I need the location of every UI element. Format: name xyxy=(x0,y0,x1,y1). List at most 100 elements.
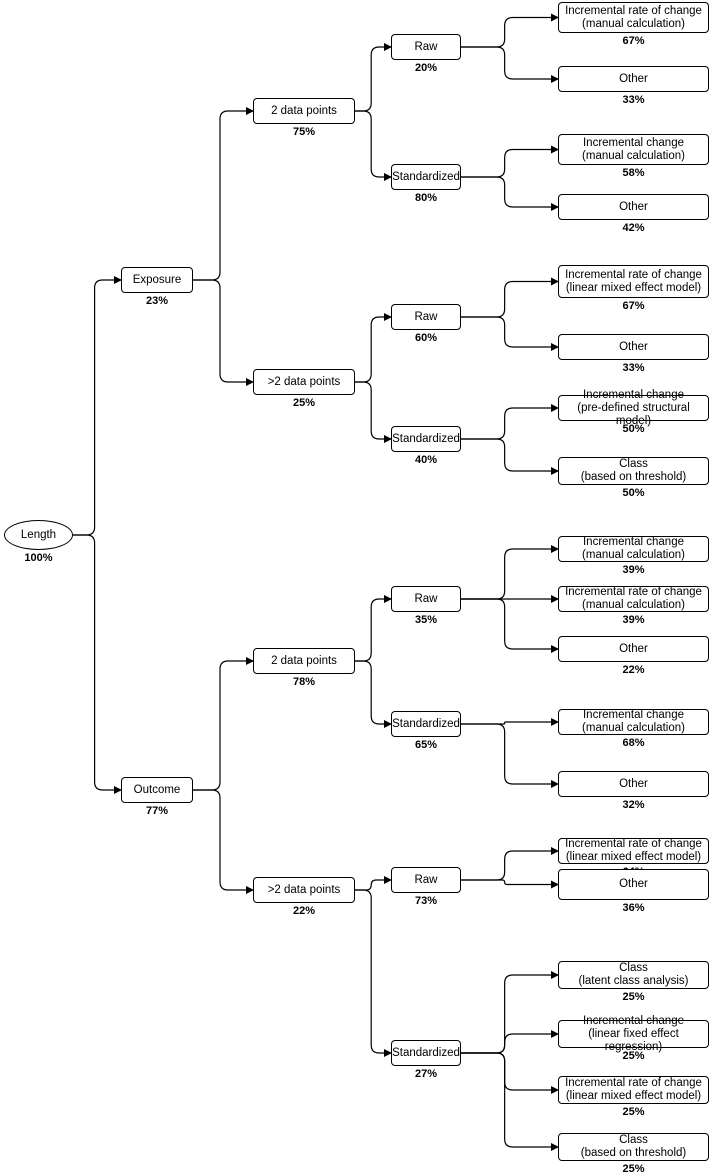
edge-exp-gt2-to-eg-raw xyxy=(355,313,392,383)
node-o2s-a-percentage: 68% xyxy=(622,737,645,749)
node-e2r-b-percentage: 33% xyxy=(622,94,645,106)
node-o2-std: Standardized xyxy=(391,711,461,737)
edge-out-gt2-to-og-std xyxy=(355,889,392,1057)
node-ogs-a-percentage: 25% xyxy=(622,991,645,1003)
node-og-std-percentage: 27% xyxy=(414,1068,438,1080)
edge-root-to-exposure xyxy=(73,276,122,536)
node-e2s-b-percentage: 42% xyxy=(622,222,645,234)
edge-og-std-to-ogs-d xyxy=(461,1052,559,1151)
node-og-raw: Raw xyxy=(391,867,461,893)
node-egr-b: Other xyxy=(558,334,709,360)
node-exp-gt2: >2 data points xyxy=(253,369,355,395)
node-out-2dp-percentage: 78% xyxy=(292,676,316,688)
node-ogr-b-percentage: 36% xyxy=(622,902,645,914)
node-o2r-a: Incremental change (manual calculation) xyxy=(558,536,709,562)
edge-o2-std-to-o2s-a xyxy=(461,718,559,726)
edge-o2-std-to-o2s-b xyxy=(461,723,559,788)
edge-exp-2dp-to-e2-raw xyxy=(355,43,392,112)
node-out-2dp: 2 data points xyxy=(253,648,355,674)
edge-eg-std-to-egs-b xyxy=(461,438,559,475)
node-exp-2dp-percentage: 75% xyxy=(292,126,316,138)
node-e2r-a: Incremental rate of change (manual calcu… xyxy=(558,2,709,33)
edge-eg-raw-to-egr-a xyxy=(461,277,559,318)
edge-og-std-to-ogs-b xyxy=(461,1030,559,1054)
edge-exp-gt2-to-eg-std xyxy=(355,381,392,443)
node-egr-a: Incremental rate of change (linear mixed… xyxy=(558,265,709,298)
edge-outcome-to-out-gt2 xyxy=(193,789,254,894)
node-eg-raw: Raw xyxy=(391,304,461,330)
node-eg-std-percentage: 40% xyxy=(414,454,438,466)
edge-exp-2dp-to-e2-std xyxy=(355,110,392,181)
edge-og-std-to-ogs-a xyxy=(461,971,559,1054)
node-out-gt2-percentage: 22% xyxy=(292,905,316,917)
node-o2r-b: Incremental rate of change (manual calcu… xyxy=(558,586,709,612)
node-e2-raw: Raw xyxy=(391,34,461,60)
edge-outcome-to-out-2dp xyxy=(193,657,254,791)
node-o2r-a-percentage: 39% xyxy=(622,564,645,576)
node-og-raw-percentage: 73% xyxy=(414,895,438,907)
node-o2r-c: Other xyxy=(558,636,709,662)
node-e2r-b: Other xyxy=(558,66,709,92)
node-o2-raw-percentage: 35% xyxy=(414,614,438,626)
node-ogs-c: Incremental rate of change (linear mixed… xyxy=(558,1076,709,1104)
edge-out-2dp-to-o2-std xyxy=(355,660,392,728)
node-ogs-b: Incremental change (linear fixed effect … xyxy=(558,1015,709,1053)
node-eg-std: Standardized xyxy=(391,426,461,452)
node-eg-raw-percentage: 60% xyxy=(414,332,438,344)
node-e2-std: Standardized xyxy=(391,164,461,190)
node-e2-std-percentage: 80% xyxy=(414,192,438,204)
node-ogs-d-percentage: 25% xyxy=(622,1163,645,1175)
node-egs-a-percentage: 50% xyxy=(622,423,645,435)
edge-eg-raw-to-egr-b xyxy=(461,316,559,351)
node-out-gt2: >2 data points xyxy=(253,877,355,903)
node-ogs-a: Class (latent class analysis) xyxy=(558,961,709,989)
edge-og-raw-to-ogr-a xyxy=(461,847,559,881)
edge-exposure-to-exp-2dp xyxy=(193,107,254,281)
node-outcome-percentage: 77% xyxy=(145,805,169,817)
node-root: Length xyxy=(4,520,73,550)
node-egs-b-percentage: 50% xyxy=(622,487,645,499)
node-o2r-c-percentage: 22% xyxy=(622,664,645,676)
edge-out-gt2-to-og-raw xyxy=(355,876,392,891)
node-exp-2dp: 2 data points xyxy=(253,98,355,124)
node-exp-gt2-percentage: 25% xyxy=(292,397,316,409)
node-exposure-percentage: 23% xyxy=(145,295,169,307)
edge-exposure-to-exp-gt2 xyxy=(193,279,254,386)
edge-o2-raw-to-o2r-c xyxy=(461,598,559,653)
node-o2r-b-percentage: 39% xyxy=(622,614,645,626)
node-exposure: Exposure xyxy=(121,267,193,293)
node-ogs-c-percentage: 25% xyxy=(622,1106,645,1118)
node-o2-std-percentage: 65% xyxy=(414,739,438,751)
edge-e2-std-to-e2s-a xyxy=(461,145,559,178)
node-e2s-a: Incremental change (manual calculation) xyxy=(558,134,709,165)
edge-root-to-outcome xyxy=(73,534,122,794)
node-o2-raw: Raw xyxy=(391,586,461,612)
node-ogr-a: Incremental rate of change (linear mixed… xyxy=(558,838,709,864)
node-e2s-b: Other xyxy=(558,194,709,220)
node-e2s-a-percentage: 58% xyxy=(622,167,645,179)
node-egs-b: Class (based on threshold) xyxy=(558,457,709,485)
edge-og-raw-to-ogr-b xyxy=(461,879,559,889)
edge-e2-raw-to-e2r-b xyxy=(461,46,559,83)
edge-e2-std-to-e2s-b xyxy=(461,176,559,211)
edge-eg-std-to-egs-a xyxy=(461,404,559,440)
node-e2-raw-percentage: 20% xyxy=(414,62,438,74)
node-o2s-b-percentage: 32% xyxy=(622,799,645,811)
edge-o2-raw-to-o2r-a xyxy=(461,545,559,600)
node-root-percentage: 100% xyxy=(24,552,53,564)
node-egs-a: Incremental change (pre-defined structur… xyxy=(558,389,709,427)
node-ogs-b-percentage: 25% xyxy=(622,1050,645,1062)
edge-og-std-to-ogs-c xyxy=(461,1052,559,1094)
node-o2s-b: Other xyxy=(558,771,709,797)
node-egr-b-percentage: 33% xyxy=(622,362,645,374)
node-ogs-d: Class (based on threshold) xyxy=(558,1133,709,1161)
edge-e2-raw-to-e2r-a xyxy=(461,13,559,48)
node-egr-a-percentage: 67% xyxy=(622,300,645,312)
node-o2s-a: Incremental change (manual calculation) xyxy=(558,709,709,735)
node-e2r-a-percentage: 67% xyxy=(622,35,645,47)
edge-out-2dp-to-o2-raw xyxy=(355,595,392,662)
node-ogr-b: Other xyxy=(558,869,709,900)
node-outcome: Outcome xyxy=(121,777,193,803)
node-og-std: Standardized xyxy=(391,1040,461,1066)
